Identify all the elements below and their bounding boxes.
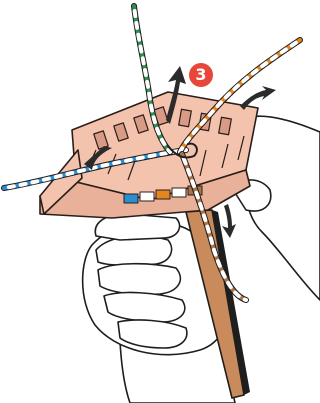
step-number-badge: 3 — [189, 63, 213, 87]
